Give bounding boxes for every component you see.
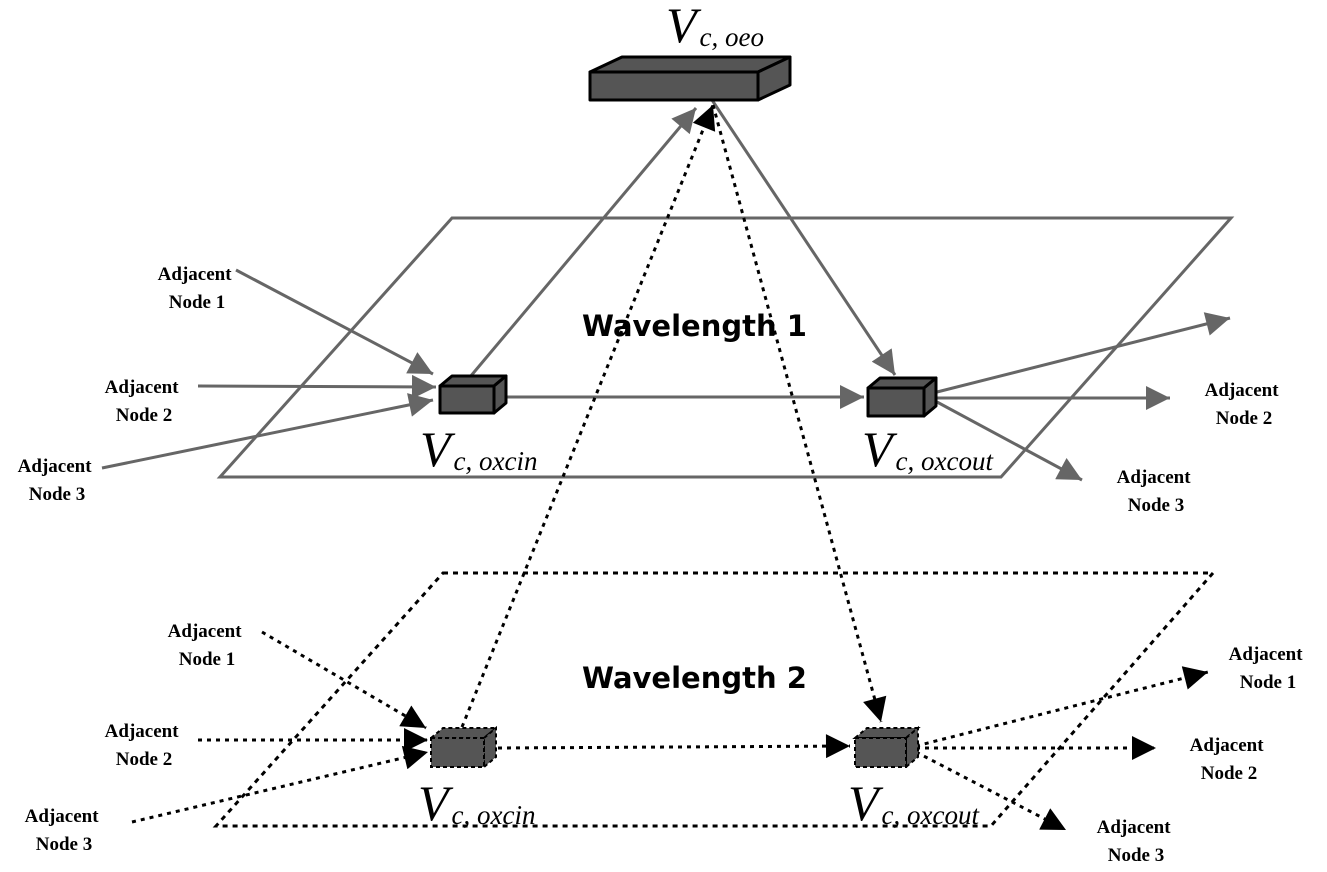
- label-w1-in-node2: Adjacent Node 2: [105, 377, 184, 426]
- label-w2-out-node2: Adjacent Node 2: [1190, 735, 1269, 784]
- w2-oxc-out-node: [852, 725, 921, 770]
- edge-w2-out-to-node1: [915, 666, 1209, 748]
- label-w1-in-node1: Adjacent Node 1: [158, 264, 237, 313]
- label-w2-out-node1: Adjacent Node 1: [1229, 644, 1308, 693]
- edge-w2-out-to-node3: [915, 750, 1067, 832]
- edge-w1-in-to-oeo: [468, 107, 698, 378]
- wavelength-2-plane: [212, 571, 1217, 828]
- edge-w2-node1-to-in: [261, 630, 427, 730]
- edge-w1-node3-to-in: [101, 393, 434, 470]
- edge-w2-node3-to-in: [131, 745, 429, 824]
- w1-oxc-in-node: [438, 374, 508, 415]
- w2-oxc-in-node: [428, 725, 499, 770]
- wavelength-1-plane: [216, 216, 1235, 479]
- wavelength-1-edges: [101, 99, 1231, 482]
- label-w2-in-node2: Adjacent Node 2: [105, 721, 184, 770]
- edge-w2-in-to-oeo: [460, 104, 716, 728]
- label-w1-out-node2: Adjacent Node 2: [1205, 380, 1284, 429]
- edge-w2-oeo-to-out: [711, 104, 887, 723]
- label-w1-out-node3: Adjacent Node 3: [1117, 467, 1196, 516]
- wavelength-2-title: Wavelength 2: [582, 661, 807, 695]
- w1-oxc-out-node: [866, 376, 938, 418]
- label-w2-in-node1: Adjacent Node 1: [168, 621, 247, 670]
- edge-w2-in-to-out: [497, 734, 851, 759]
- label-w1-in-node3: Adjacent Node 3: [18, 456, 97, 505]
- edge-w1-node2-to-in: [197, 374, 437, 399]
- edge-w1-out-to-node3: [936, 400, 1083, 482]
- edge-w1-oeo-to-out: [710, 99, 897, 376]
- wavelength-1-title: Wavelength 1: [582, 309, 807, 343]
- edge-w1-out-to-top: [936, 312, 1231, 394]
- label-w2-in-node3: Adjacent Node 3: [25, 806, 104, 855]
- edge-w1-node1-to-in: [235, 268, 434, 376]
- wavelength-2-edges: [131, 104, 1209, 832]
- label-w2-out-node3: Adjacent Node 3: [1097, 817, 1176, 866]
- oeo-node: [588, 55, 792, 102]
